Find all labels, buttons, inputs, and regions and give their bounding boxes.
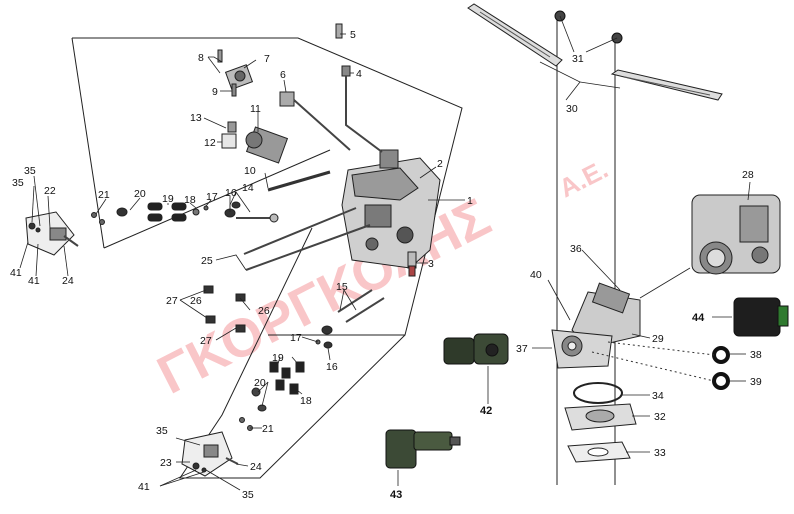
callout-37: 37: [516, 343, 528, 355]
spark-plug: [407, 251, 417, 277]
callout-20a: 20: [134, 188, 146, 200]
valve-train-parts: [91, 201, 279, 225]
callout-43: 43: [390, 489, 402, 501]
dotted-leader: [591, 341, 715, 382]
callout-12: 12: [204, 137, 216, 149]
sensor-bracket-lower: [181, 431, 239, 477]
callout-6: 6: [280, 69, 286, 81]
callout-38: 38: [750, 349, 762, 361]
callout-24b: 24: [250, 461, 262, 473]
callout-33: 33: [654, 447, 666, 459]
callout-3: 3: [428, 258, 434, 270]
callout-30: 30: [566, 103, 578, 115]
callout-41c: 41: [138, 481, 150, 493]
callout-44: 44: [692, 312, 705, 324]
bracket-rail-upper: [467, 3, 563, 67]
callout-10: 10: [244, 165, 256, 177]
nut-icon: [554, 10, 623, 44]
callout-41b: 41: [28, 275, 40, 287]
cylinder-head-frame: [71, 37, 463, 479]
o-ring: [712, 346, 730, 390]
callout-20b: 20: [254, 377, 266, 389]
callout-17b: 17: [290, 332, 302, 344]
map-sensor: [443, 333, 509, 365]
callout-14: 14: [242, 182, 254, 194]
callout-41a: 41: [10, 267, 22, 279]
callout-35b: 35: [12, 177, 24, 189]
callout-24a: 24: [62, 275, 74, 287]
callout-1: 1: [467, 195, 473, 207]
callout-2: 2: [437, 158, 443, 170]
sensor-bracket: [25, 211, 79, 256]
cylinder-head: [341, 149, 441, 269]
callout-31: 31: [572, 53, 584, 65]
throttle-body: [691, 194, 781, 275]
callout-8: 8: [198, 52, 204, 64]
callout-9: 9: [212, 86, 218, 98]
callout-21b: 21: [262, 423, 274, 435]
callout-32: 32: [654, 411, 666, 423]
camshaft: [245, 126, 289, 164]
callout-13: 13: [190, 112, 202, 124]
callout-26b: 26: [258, 305, 270, 317]
callout-18a: 18: [184, 194, 196, 206]
callout-26a: 26: [190, 295, 202, 307]
callout-11: 11: [250, 103, 261, 115]
callout-7: 7: [264, 53, 270, 65]
callout-16a: 16: [225, 187, 237, 199]
bracket-rail-lower: [610, 69, 723, 101]
callout-19a: 19: [162, 193, 174, 205]
intake-manifold: [551, 282, 641, 369]
callout-4: 4: [356, 68, 362, 80]
callout-28: 28: [742, 169, 754, 181]
callout-22: 22: [44, 185, 56, 197]
callout-36: 36: [570, 243, 582, 255]
watermark-suffix: Α.Ε.: [554, 154, 613, 204]
callout-34: 34: [652, 390, 664, 402]
valve-cover-bracket: [224, 64, 254, 97]
callout-39: 39: [750, 376, 762, 388]
callout-35a: 35: [24, 165, 36, 177]
breather-tube: [335, 23, 383, 153]
callout-21a: 21: [98, 189, 110, 201]
temperature-sensor: [385, 429, 461, 469]
rocker-shaft: [267, 170, 331, 192]
plate-part: [221, 133, 237, 149]
gasket: [564, 382, 637, 463]
callout-25: 25: [201, 255, 213, 267]
callout-16b: 16: [326, 361, 338, 373]
callout-5: 5: [350, 29, 356, 41]
head-stud: [243, 207, 371, 271]
callout-35d: 35: [242, 489, 254, 501]
callout-labels: 1 2 3 4 5 6 7 8 9 10 11 12 13 14 15 16 1…: [10, 29, 762, 501]
air-temp-sensor: [733, 297, 789, 337]
callout-35c: 35: [156, 425, 168, 437]
dowel-pin: [203, 285, 246, 333]
callout-23: 23: [160, 457, 172, 469]
callout-15: 15: [336, 281, 348, 293]
callout-19b: 19: [272, 352, 284, 364]
bolt-icon: [217, 49, 237, 133]
leader-lines: [19, 15, 751, 491]
callout-18b: 18: [300, 395, 312, 407]
pipe-fitting: [279, 91, 351, 151]
callout-40: 40: [530, 269, 542, 281]
callout-29: 29: [652, 333, 664, 345]
callout-27b: 27: [200, 335, 212, 347]
callout-27a: 27: [166, 295, 178, 307]
callout-42: 42: [480, 405, 492, 417]
callout-17a: 17: [206, 191, 218, 203]
